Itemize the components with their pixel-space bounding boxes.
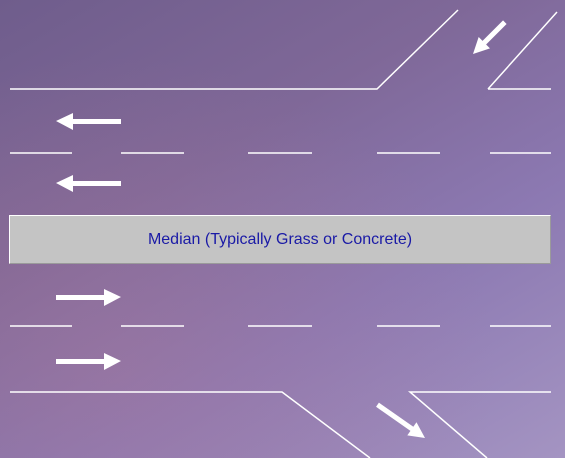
arrow-right-icon (56, 353, 121, 370)
arrow-down-left-icon (473, 20, 507, 54)
arrow-down-right-icon (376, 402, 425, 438)
lower-road-edge-right (407, 391, 551, 458)
median-strip: Median (Typically Grass or Concrete) (9, 215, 551, 264)
arrow-left-icon (56, 113, 121, 130)
upper-road-edge-left (10, 9, 459, 90)
arrow-left-icon (56, 175, 121, 192)
arrow-right-icon (56, 289, 121, 306)
median-label-text: Median (Typically Grass or Concrete) (147, 230, 413, 248)
lower-road-edge-left (10, 391, 371, 458)
upper-ramp-edge (487, 11, 558, 90)
